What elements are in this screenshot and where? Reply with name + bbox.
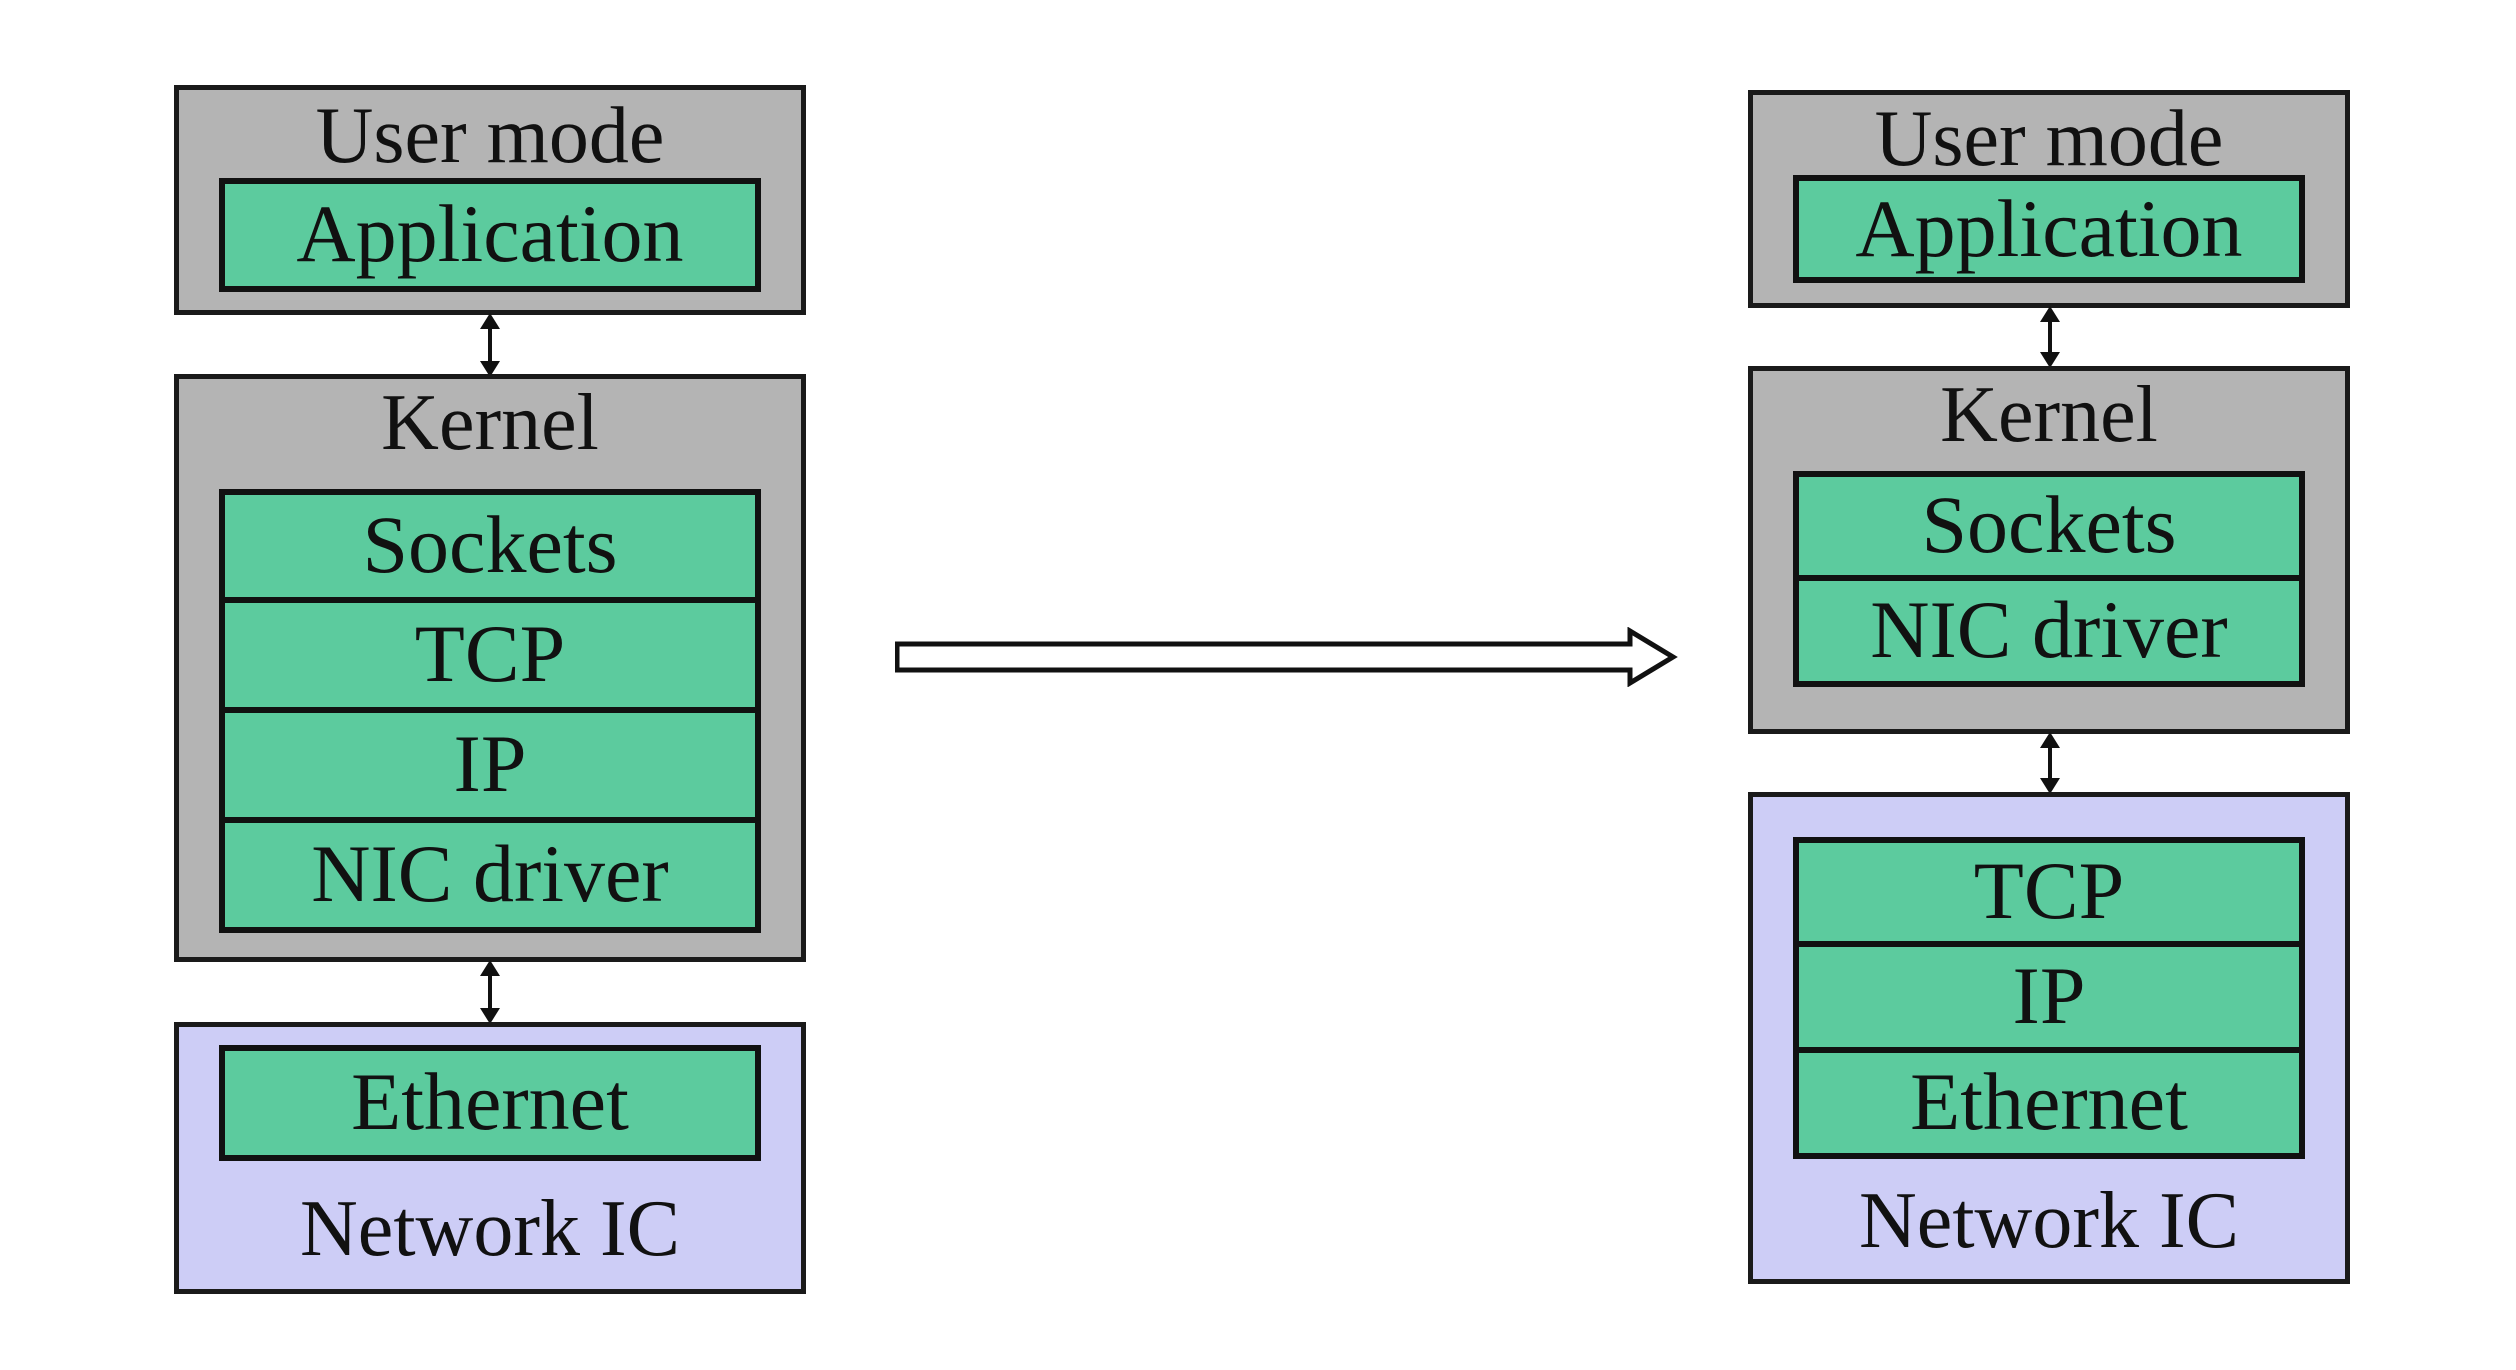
left-network-ic-title: Network IC (300, 1185, 680, 1273)
left-layer-ethernet: Ethernet (219, 1045, 761, 1161)
right-kernel-title: Kernel (1940, 371, 2158, 459)
right-layer-ip: IP (1793, 941, 2305, 1053)
left-kernel-title: Kernel (381, 379, 599, 467)
right-network-ic-title: Network IC (1859, 1177, 2239, 1265)
left-layer-application: Application (219, 178, 761, 292)
right-layer-sockets: Sockets (1793, 471, 2305, 581)
right-kernel-nic-updown-arrow-icon (2040, 732, 2060, 794)
right-layer-tcp: TCP (1793, 837, 2305, 947)
left-network-ic-panel: Ethernet Network IC (174, 1022, 806, 1294)
right-user-mode-title: User mode (1874, 95, 2224, 183)
left-kernel-panel: Kernel Sockets TCP IP NIC driver (174, 374, 806, 962)
left-layer-nic-driver: NIC driver (219, 817, 761, 933)
right-user-kernel-updown-arrow-icon (2040, 306, 2060, 368)
right-layer-application: Application (1793, 175, 2305, 283)
left-user-kernel-updown-arrow-icon (480, 313, 500, 377)
right-layer-nic-driver: NIC driver (1793, 575, 2305, 687)
left-user-mode-title: User mode (315, 92, 665, 180)
left-layer-sockets: Sockets (219, 489, 761, 603)
left-layer-tcp: TCP (219, 597, 761, 713)
right-user-mode-panel: User mode Application (1748, 90, 2350, 308)
right-kernel-panel: Kernel Sockets NIC driver (1748, 366, 2350, 734)
left-user-mode-panel: User mode Application (174, 85, 806, 315)
transform-arrow-icon (895, 627, 1678, 687)
right-network-ic-panel: TCP IP Ethernet Network IC (1748, 792, 2350, 1284)
right-layer-ethernet: Ethernet (1793, 1047, 2305, 1159)
left-layer-ip: IP (219, 707, 761, 823)
left-kernel-nic-updown-arrow-icon (480, 960, 500, 1024)
